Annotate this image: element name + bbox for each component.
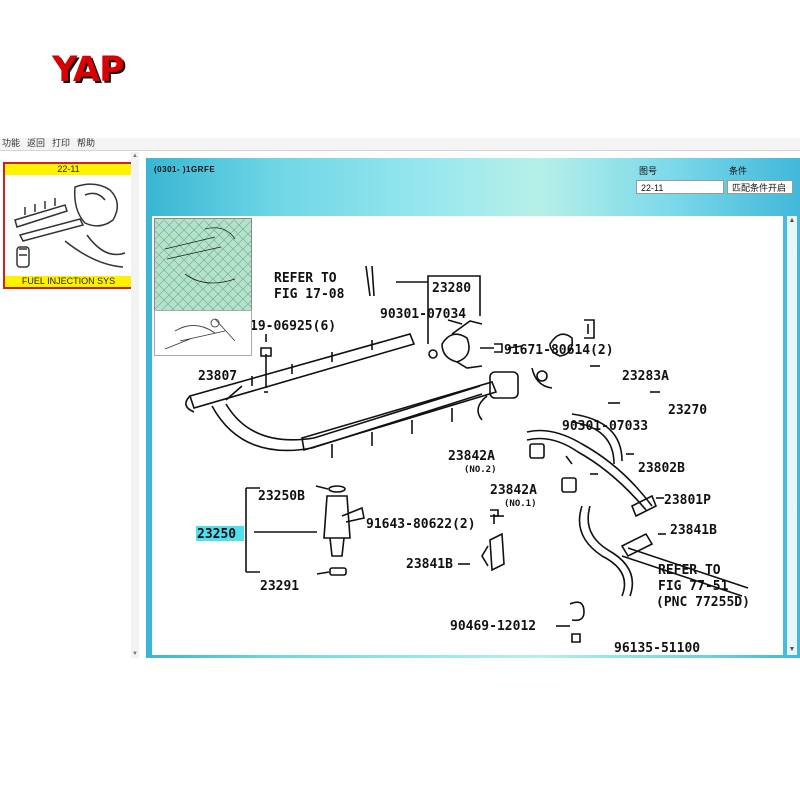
- menu-item-print[interactable]: 打印: [52, 139, 71, 149]
- part-90469-12012[interactable]: 90469-12012: [450, 619, 536, 634]
- part-19-06925[interactable]: 19-06925(6): [250, 319, 336, 334]
- refer-label-1: REFER TO: [274, 271, 337, 286]
- selected-part-highlight: [196, 526, 244, 541]
- part-23842a-no1[interactable]: 23842A: [490, 483, 537, 498]
- thumbnail-fuel-injection[interactable]: 22-11 FUEL INJECTION SYS: [3, 162, 134, 289]
- diagram-minimap[interactable]: [154, 218, 252, 312]
- figure-label: 图号: [639, 167, 658, 177]
- thumbnail-panel: 22-11 FUEL INJECTION SYS ▲ ▼: [0, 152, 139, 658]
- condition-label: 条件: [729, 167, 748, 177]
- part-23801p[interactable]: 23801P: [664, 493, 711, 508]
- minimap-hatch: [155, 219, 251, 311]
- part-23842a-no2[interactable]: 23842A: [448, 449, 495, 464]
- part-23250[interactable]: 23250: [197, 527, 236, 542]
- scroll-down-icon[interactable]: ▼: [132, 651, 138, 657]
- main-view: (0301- )1GRFE 图号 条件 22-11 匹配条件开启: [146, 158, 800, 658]
- label-no2: (NO.2): [464, 465, 497, 475]
- part-23291[interactable]: 23291: [260, 579, 299, 594]
- brand-logo: YAP: [52, 50, 125, 90]
- part-23841b-right[interactable]: 23841B: [670, 523, 717, 538]
- part-23250b[interactable]: 23250B: [258, 489, 305, 504]
- menu-item-back[interactable]: 返回: [27, 139, 46, 149]
- label-no1: (NO.1): [504, 499, 537, 509]
- scroll-up-icon[interactable]: ▲: [788, 217, 796, 224]
- part-90301-07034[interactable]: 90301-07034: [380, 307, 466, 322]
- refer-label-5: (PNC 77255D): [656, 595, 750, 610]
- refer-label-3: REFER TO: [658, 563, 721, 578]
- parts-diagram-canvas: REFER TO FIG 17-08 23280 90301-07034 916…: [152, 216, 783, 655]
- scroll-up-icon[interactable]: ▲: [132, 153, 138, 159]
- menu-item-help[interactable]: 帮助: [77, 139, 96, 149]
- catalog-window: 功能 返回 打印 帮助 22-11 FUEL INJECTION: [0, 138, 800, 658]
- part-91643-80622[interactable]: 91643-80622(2): [366, 517, 476, 532]
- condition-field[interactable]: 匹配条件开启: [727, 180, 793, 194]
- thumbnail-scrollbar[interactable]: ▲ ▼: [131, 152, 139, 658]
- thumbnail-image: [14, 183, 126, 268]
- model-path: (0301- )1GRFE: [154, 165, 216, 174]
- part-96135-51100[interactable]: 96135-51100: [614, 641, 700, 655]
- thumbnail-name: FUEL INJECTION SYS: [5, 276, 132, 287]
- part-91671-80614[interactable]: 91671-80614(2): [504, 343, 614, 358]
- refer-label-2: FIG 17-08: [274, 287, 345, 302]
- part-23841b-left[interactable]: 23841B: [406, 557, 453, 572]
- figure-number-field[interactable]: 22-11: [636, 180, 724, 194]
- part-90301-07033[interactable]: 90301-07033: [562, 419, 648, 434]
- part-23280[interactable]: 23280: [432, 281, 471, 296]
- minimap-lower: [154, 310, 252, 356]
- part-23802b[interactable]: 23802B: [638, 461, 685, 476]
- thumbnail-code: 22-11: [5, 164, 132, 175]
- menu-item-function[interactable]: 功能: [2, 139, 21, 149]
- exploded-diagram: REFER TO FIG 17-08 23280 90301-07034 916…: [185, 265, 750, 655]
- part-23270[interactable]: 23270: [668, 403, 707, 418]
- part-23283a[interactable]: 23283A: [622, 369, 669, 384]
- scroll-down-icon[interactable]: ▼: [788, 646, 796, 653]
- diagram-scrollbar[interactable]: ▲ ▼: [787, 216, 797, 655]
- part-23807[interactable]: 23807: [198, 369, 237, 384]
- menu-bar: 功能 返回 打印 帮助: [0, 138, 800, 151]
- refer-label-4: FIG 77-51: [658, 579, 729, 594]
